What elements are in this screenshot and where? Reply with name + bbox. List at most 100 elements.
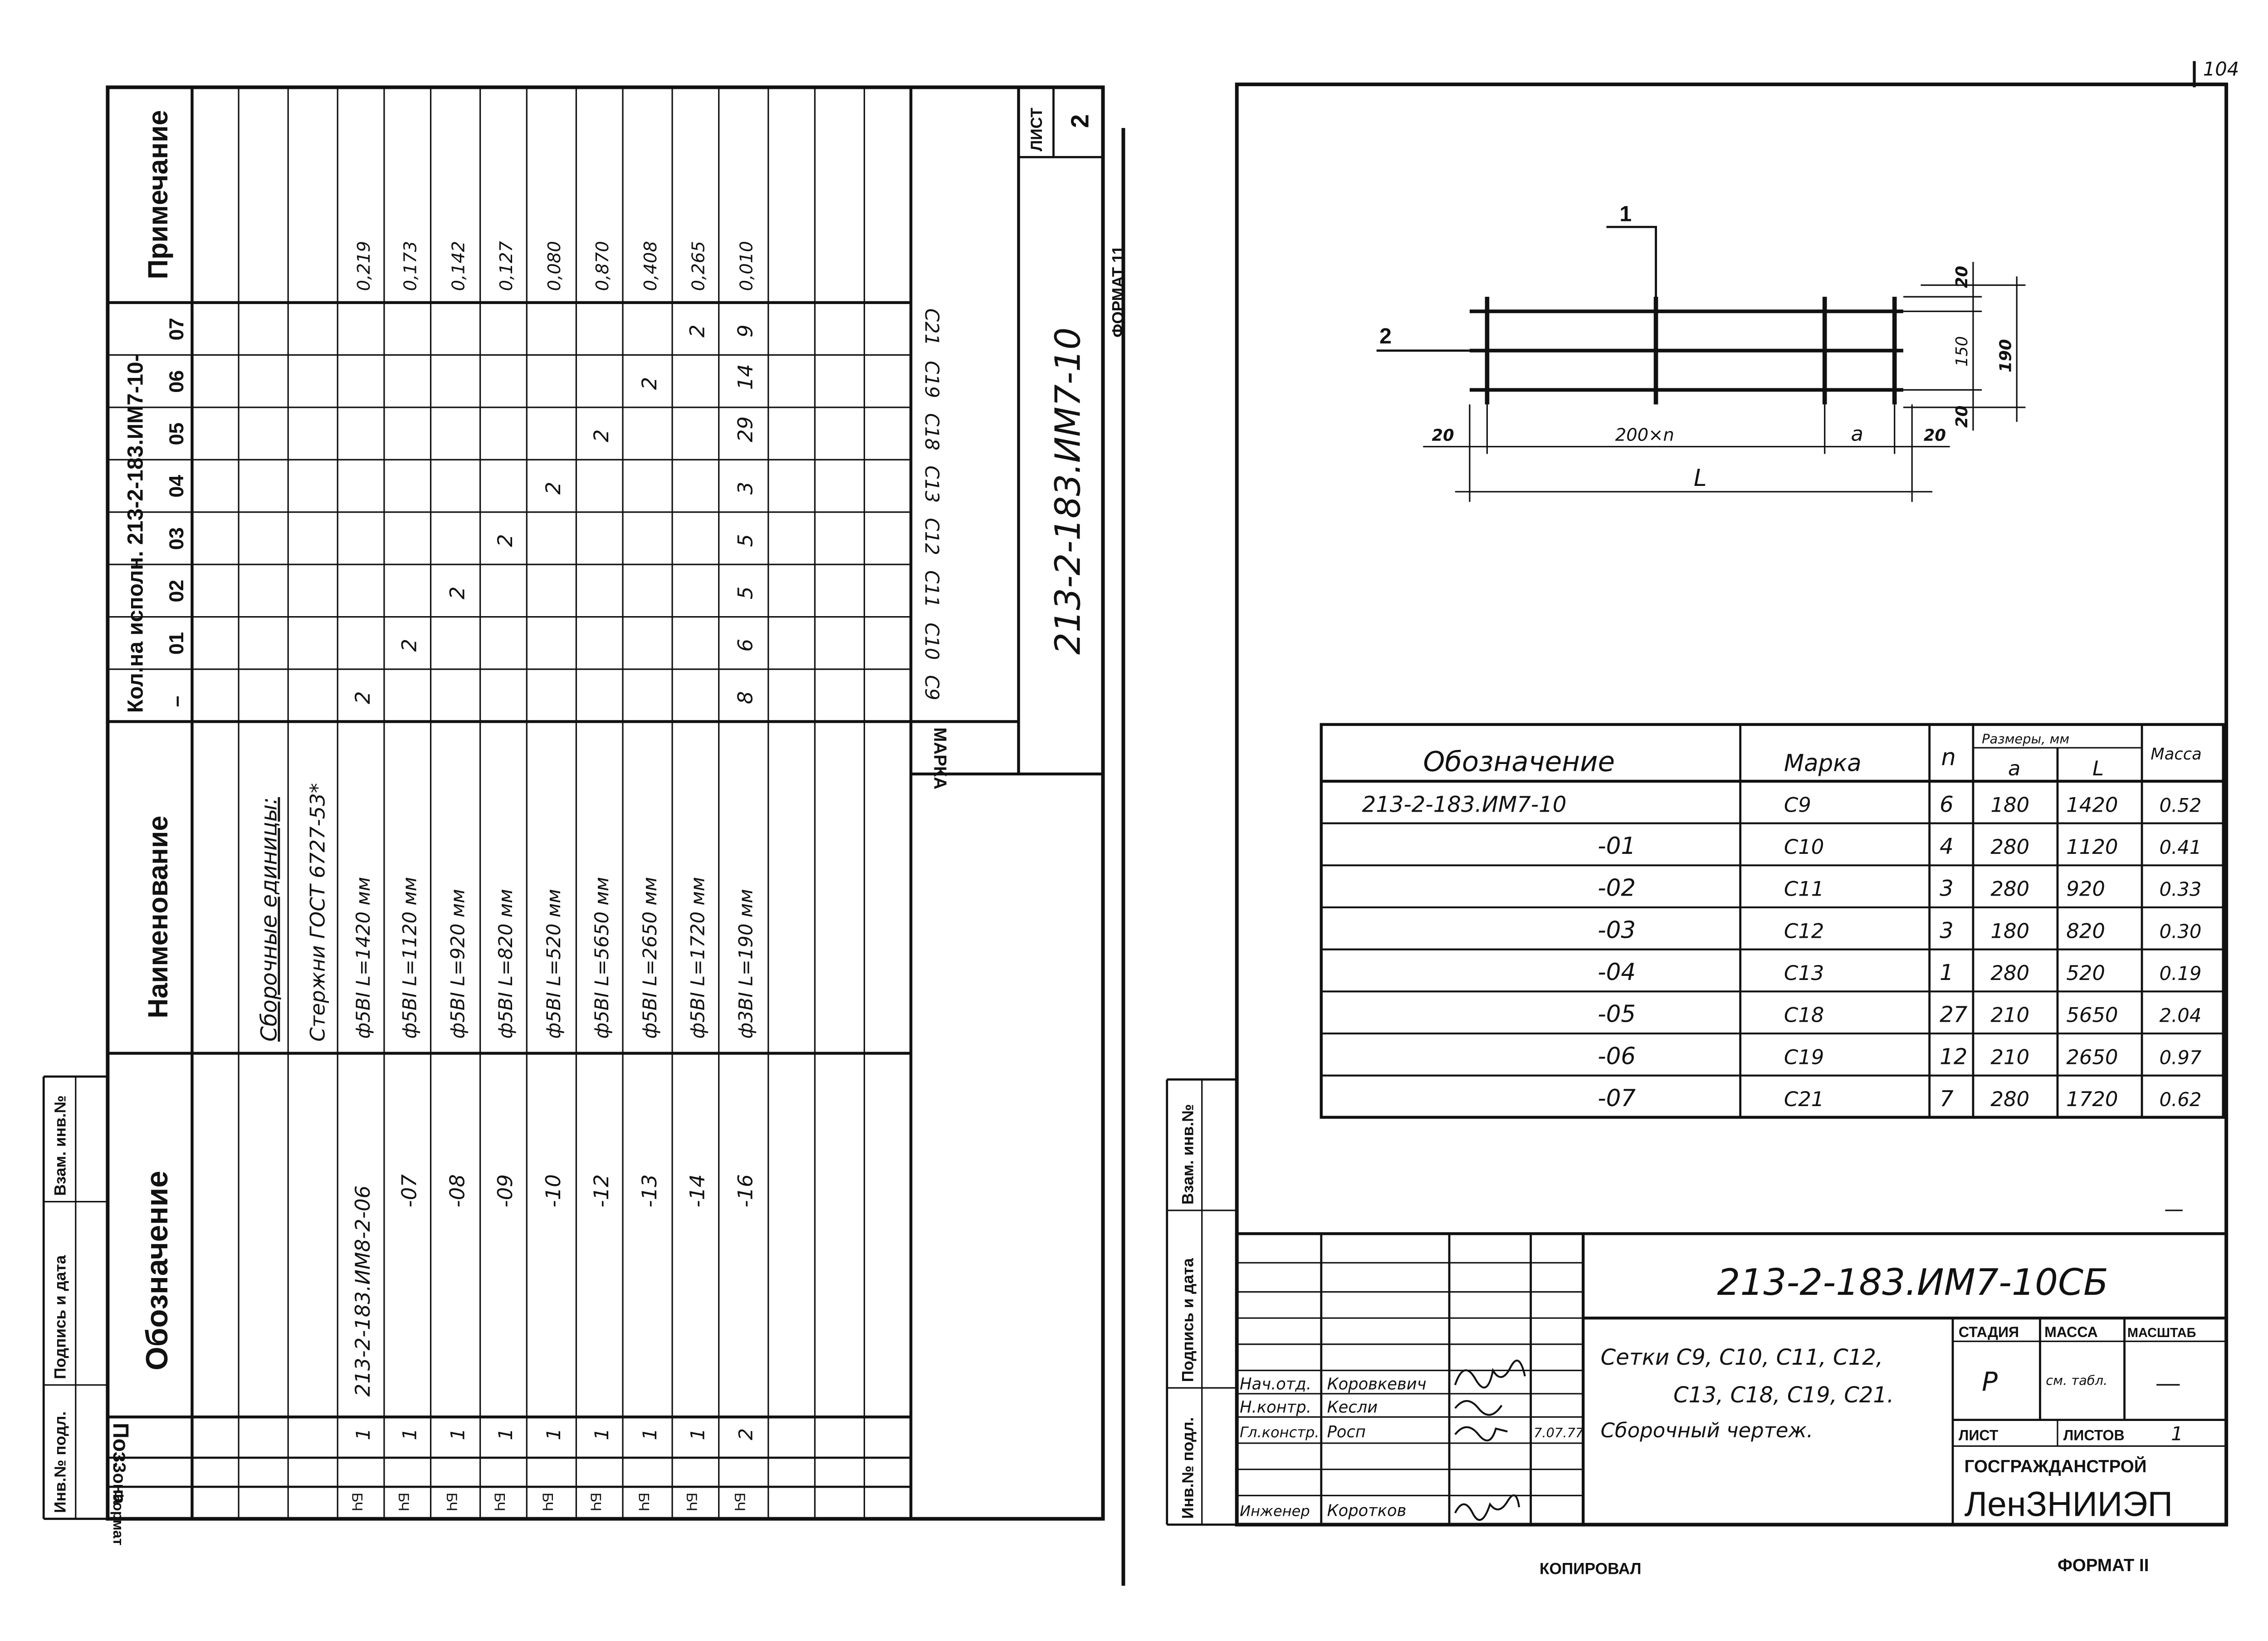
footer-copied: КОПИРОВАЛ	[1540, 1560, 1642, 1578]
row-qty-8-4: 3	[733, 482, 757, 495]
sig-date: 7.07.77	[1534, 1425, 1584, 1440]
row-qty-8-0: 8	[733, 691, 757, 704]
param-designation-1: -01	[1598, 833, 1636, 860]
sig-role-3: Инженер	[1240, 1502, 1310, 1519]
qty-column-0: –	[165, 696, 188, 707]
dim-200n: 200×n	[1615, 425, 1674, 446]
qty-column-6: 06	[165, 370, 188, 393]
dim-L: L	[1694, 465, 1707, 492]
row-format-6: БЧ	[635, 1493, 652, 1511]
row-designation-3: -09	[493, 1174, 517, 1207]
left-sheet-number: 2	[1066, 114, 1094, 128]
row-name-8: ф3ВI L=190 мм	[734, 889, 757, 1038]
param-a-1: 280	[1990, 835, 2029, 859]
page-number: 104	[2203, 58, 2239, 80]
param-designation-5: -05	[1598, 1001, 1636, 1028]
hdr-designation: Обозначение	[140, 1171, 174, 1370]
qty-column-2: 02	[165, 580, 188, 603]
mark-С18: С18	[921, 413, 943, 451]
row-designation-0: 213-2-183.ИМ8-2-06	[351, 1185, 375, 1396]
tb-sheets: 1	[2171, 1423, 2183, 1445]
param-n-5: 27	[1940, 1002, 1968, 1028]
row-pos-1: 1	[398, 1428, 420, 1440]
signature-mark-1	[1454, 1400, 1503, 1416]
right-margin-label-vzam: Взам. инв.№	[1179, 1104, 1197, 1205]
row-qty-8-2: 5	[733, 587, 757, 600]
row-note-4: 0,080	[544, 241, 565, 291]
dim-a: a	[1851, 422, 1863, 446]
tb-org-sub: ЛенЗНИИЭП	[1965, 1484, 2173, 1523]
right-margin-label-inv: Инв.№ подл.	[1179, 1417, 1197, 1519]
mesh-drawing: 1 2 20 200×n a 20 L 20 150	[1376, 201, 2026, 502]
row-qty-8-1: 6	[733, 639, 757, 652]
row-note-1: 0,173	[400, 241, 420, 291]
sig-name-2: Росп	[1327, 1423, 1366, 1441]
row-note-0: 0,219	[354, 241, 374, 291]
param-n-7: 7	[1940, 1086, 1954, 1112]
mark-С21: С21	[921, 309, 943, 346]
row-format-2: БЧ	[444, 1493, 460, 1511]
row-name-3: ф5ВI L=820 мм	[494, 889, 517, 1038]
param-mass-0: 0.52	[2160, 794, 2202, 816]
tb-title-line-1: Сетки С9, С10, С11, С12,	[1601, 1345, 1883, 1370]
param-L-5: 5650	[2066, 1003, 2118, 1027]
param-marka-4: С13	[1784, 961, 1824, 985]
tb-stage: Р	[1982, 1367, 1998, 1397]
row-qty-4-4: 2	[541, 482, 565, 495]
row-qty-0-0: 2	[351, 691, 375, 704]
tb-sheet-label: ЛИСТ	[1959, 1427, 1999, 1444]
right-sheet-assembly-drawing: 104 Инв.№ подл. Подпись и дата Взам. инв…	[1166, 58, 2239, 1527]
signature-mark-3	[1454, 1494, 1520, 1521]
param-hdr-mass: Масса	[2151, 745, 2201, 764]
sig-name-3: Коротков	[1327, 1501, 1407, 1520]
param-mass-1: 0.41	[2160, 836, 2202, 858]
row-name-7: ф5ВI L=1720 мм	[687, 877, 709, 1039]
param-mass-3: 0.30	[2160, 920, 2202, 942]
param-a-0: 180	[1990, 793, 2029, 817]
qty-column-1: 01	[165, 632, 188, 655]
param-mass-4: 0.19	[2160, 962, 2202, 985]
row-format-0: БЧ	[349, 1493, 365, 1511]
dim-190: 190	[1996, 339, 2015, 372]
qty-column-5: 05	[165, 422, 188, 445]
row-qty-1-1: 2	[397, 639, 421, 652]
qty-column-7: 07	[165, 318, 188, 340]
param-marka-7: С21	[1784, 1087, 1824, 1111]
param-designation-3: -03	[1598, 916, 1636, 944]
row-note-2: 0,142	[448, 241, 469, 291]
dim-20-bottom: 20	[1953, 406, 1971, 428]
leader-1-label: 1	[1619, 201, 1632, 226]
footer-format: ФОРМАТ II	[2058, 1556, 2149, 1575]
row-qty-8-6: 14	[733, 364, 757, 390]
row-name-2: ф5ВI L=920 мм	[446, 889, 469, 1038]
sig-role-2: Гл.констр.	[1240, 1424, 1319, 1441]
row-designation-2: -08	[445, 1174, 469, 1207]
param-designation-4: -04	[1598, 959, 1636, 986]
row-note-6: 0,408	[640, 241, 661, 291]
hdr-note: Примечание	[142, 110, 173, 279]
row-pos-0: 1	[352, 1428, 374, 1440]
row-format-1: БЧ	[396, 1493, 412, 1511]
param-mass-6: 0.97	[2160, 1046, 2202, 1068]
left-sheet-specification: Инв.№ подл. Подпись и дата Взам. инв.№	[42, 85, 1127, 1546]
row-name-6: ф5ВI L=2650 мм	[639, 877, 661, 1039]
param-a-7: 280	[1990, 1087, 2029, 1111]
row-format-8: БЧ	[732, 1493, 748, 1511]
tb-title-line-3: Сборочный чертеж.	[1601, 1418, 1813, 1442]
param-a-2: 280	[1990, 877, 2029, 901]
hdr-format: Формат	[110, 1490, 127, 1546]
param-n-6: 12	[1940, 1044, 1967, 1069]
hdr-zone: Зона	[109, 1462, 129, 1504]
hdr-qty-group: Кол.на исполн. 213-2-183.ИМ7-10-	[123, 354, 147, 713]
row-name-1: ф5ВI L=1120 мм	[398, 877, 420, 1039]
dim-20-right: 20	[1924, 426, 1946, 445]
dim-20-left: 20	[1432, 426, 1454, 445]
row-designation-5: -12	[589, 1174, 613, 1207]
mark-С19: С19	[921, 361, 943, 398]
row-designation-8: -16	[733, 1174, 757, 1207]
